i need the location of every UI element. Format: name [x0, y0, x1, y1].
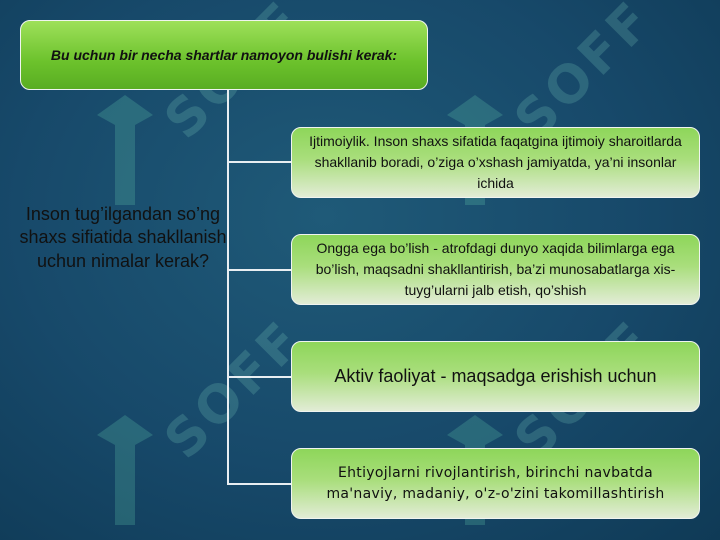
connector-branch-2 [227, 269, 291, 271]
title-box: Bu uchun bir necha shartlar namoyon buli… [20, 20, 428, 90]
item-text: Ehtiyojlarni rivojlantirish, birinchi na… [326, 464, 665, 502]
connector-branch-1 [227, 161, 291, 163]
watermark-logo-icon [97, 415, 153, 525]
item-text: Aktiv faoliyat - maqsadga erishish uchun [334, 366, 657, 386]
item-box-socialization: Ijtimoiylik. Inson shaxs sifatida faqatg… [291, 127, 700, 198]
watermark-logo-icon [97, 95, 153, 205]
title-text: Bu uchun bir necha shartlar namoyon buli… [50, 47, 398, 63]
connector-vertical [227, 90, 229, 484]
connector-branch-3 [227, 376, 291, 378]
item-text: Ijtimoiylik. Inson shaxs sifatida faqatg… [309, 133, 682, 191]
item-box-consciousness: Ongga ega bo’lish - atrofdagi dunyo xaqi… [291, 234, 700, 305]
connector-branch-4 [227, 483, 291, 485]
item-box-needs-development: Ehtiyojlarni rivojlantirish, birinchi na… [291, 448, 700, 519]
item-text: Ongga ega bo’lish - atrofdagi dunyo xaqi… [315, 240, 676, 298]
item-box-active-activity: Aktiv faoliyat - maqsadga erishish uchun [291, 341, 700, 412]
question-text: Inson tug’ilgandan so’ng shaxs sifiatida… [19, 204, 227, 271]
